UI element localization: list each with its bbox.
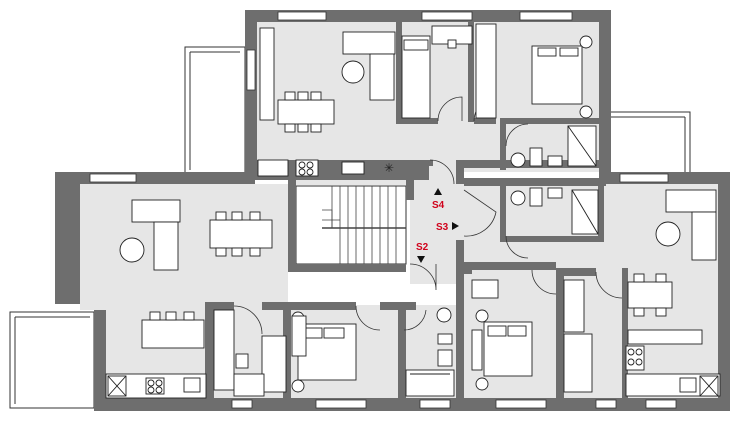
label-s2: S2: [416, 242, 429, 253]
arrow-down-icon: [417, 256, 425, 263]
arrow-up-icon: [434, 188, 442, 195]
furniture: ✳: [105, 23, 721, 399]
stair-labels: S4 S3 S2: [416, 188, 459, 263]
balcony-top-left: [184, 46, 246, 174]
label-s3: S3: [436, 222, 449, 233]
svg-text:✳: ✳: [384, 161, 394, 175]
staircase: [295, 185, 407, 265]
arrow-right-icon: [452, 222, 459, 230]
balcony-bottom-left: [9, 311, 95, 409]
label-s4: S4: [432, 200, 445, 211]
balcony-top-right: [605, 111, 691, 183]
windows: [89, 11, 677, 409]
balconies: [9, 46, 691, 409]
